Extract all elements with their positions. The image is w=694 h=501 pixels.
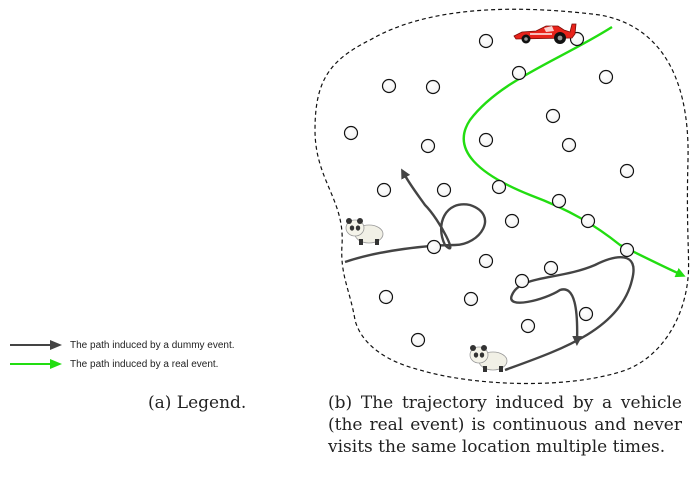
location-node: [619, 242, 635, 258]
location-node: [343, 125, 359, 141]
panda-icon: [469, 345, 508, 372]
location-node: [410, 332, 426, 348]
dummy-event-path-1: [344, 168, 487, 264]
location-node: [478, 132, 494, 148]
dark-arrow-icon: [10, 340, 62, 350]
race-car-icon: [513, 23, 577, 44]
location-node: [543, 260, 559, 276]
location-node: [520, 318, 536, 334]
location-node: [426, 239, 442, 255]
location-node: [376, 182, 392, 198]
location-node: [478, 33, 494, 49]
panda-icon: [345, 218, 384, 245]
location-node: [545, 108, 561, 124]
location-node: [578, 306, 594, 322]
location-node: [514, 273, 530, 289]
location-node: [551, 193, 567, 209]
caption-b: (b) The trajectory induced by a vehicle …: [328, 393, 682, 457]
location-nodes: [343, 31, 635, 348]
location-node: [381, 78, 397, 94]
location-node: [463, 291, 479, 307]
legend-real-label: The path induced by a real event.: [70, 358, 219, 370]
location-node: [619, 163, 635, 179]
region-boundary: [314, 8, 690, 385]
location-node: [425, 79, 441, 95]
legend-real-row: The path induced by a real event.: [10, 356, 218, 372]
real-event-path: [462, 25, 686, 278]
caption-a: (a) Legend.: [148, 393, 247, 413]
location-node: [598, 69, 614, 85]
location-node: [478, 253, 494, 269]
location-node: [491, 179, 507, 195]
location-node: [561, 137, 577, 153]
location-node: [504, 213, 520, 229]
legend-dummy-row: The path induced by a dummy event.: [10, 337, 235, 353]
location-node: [511, 65, 527, 81]
legend: The path induced by a dummy event. The p…: [10, 337, 310, 377]
trajectory-diagram: [314, 8, 690, 385]
dummy-event-path-2: [504, 256, 635, 372]
location-node: [378, 289, 394, 305]
location-node: [580, 213, 596, 229]
green-arrow-icon: [10, 359, 62, 369]
location-node: [436, 182, 452, 198]
legend-dummy-label: The path induced by a dummy event.: [70, 339, 235, 351]
location-node: [420, 138, 436, 154]
